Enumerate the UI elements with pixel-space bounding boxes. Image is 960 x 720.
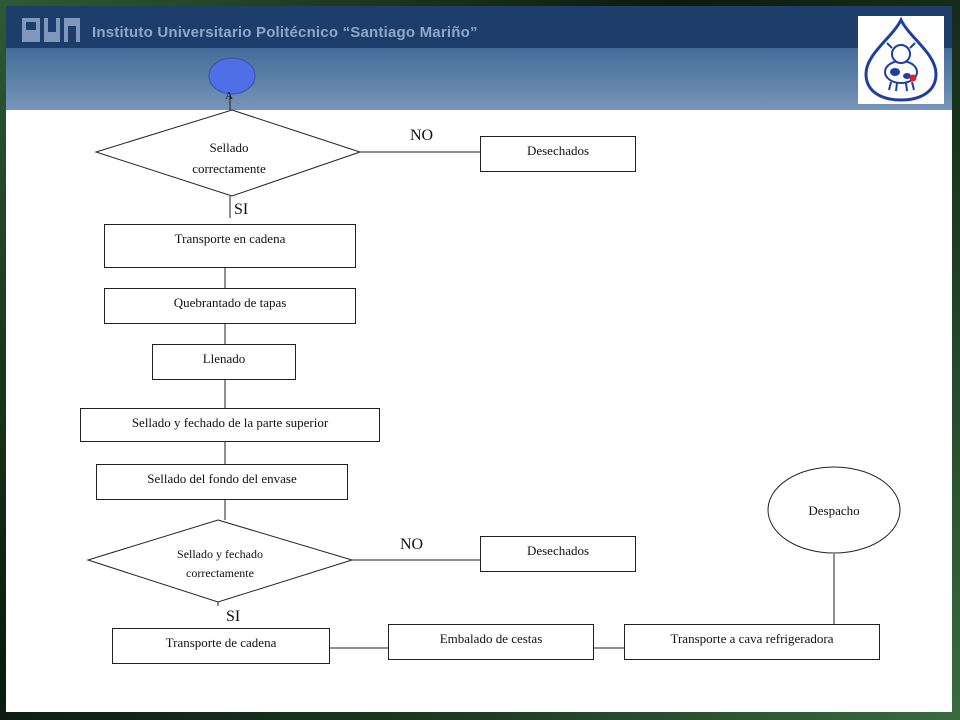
- end-terminal: [767, 466, 901, 554]
- si-label-2: SI: [226, 608, 241, 625]
- end-label: Despacho: [808, 503, 860, 518]
- no-label-1: NO: [410, 127, 434, 144]
- reject-box-1: Desechados: [480, 136, 636, 172]
- step-transporte-cava: Transporte a cava refrigeradora: [624, 624, 880, 660]
- decision-diamond-1: [94, 109, 362, 197]
- no-label-2: NO: [400, 536, 424, 553]
- connector-label: A: [225, 90, 233, 102]
- header-top-bar: [6, 6, 952, 48]
- step-llenado: Llenado: [152, 344, 296, 380]
- decision1-line1: Sellado: [209, 140, 249, 155]
- si-label-1: SI: [234, 201, 249, 218]
- decision2-line1: Sellado y fechado: [177, 547, 263, 561]
- flowchart-connectors: [86, 57, 901, 649]
- reject-box-2: Desechados: [480, 536, 636, 572]
- step-transporte-de-cadena: Transporte de cadena: [112, 628, 330, 664]
- slide: Instituto Universitario Politécnico “San…: [6, 6, 952, 712]
- step-quebrantado-de-tapas: Quebrantado de tapas: [104, 288, 356, 324]
- decision-diamond-2: [86, 519, 354, 603]
- header-band: Instituto Universitario Politécnico “San…: [6, 6, 952, 110]
- decision1-line2: correctamente: [192, 161, 266, 176]
- decision2-line2: correctamente: [186, 566, 254, 580]
- cow-logo-icon: [858, 16, 944, 104]
- connector-circle: [208, 57, 256, 95]
- step-sellado-fechado-superior: Sellado y fechado de la parte superior: [80, 408, 380, 442]
- institute-logo-icon: [22, 18, 80, 42]
- step-transporte-en-cadena: Transporte en cadena: [104, 224, 356, 268]
- step-sellado-fondo: Sellado del fondo del envase: [96, 464, 348, 500]
- step-embalado-de-cestas: Embalado de cestas: [388, 624, 594, 660]
- institution-title: Instituto Universitario Politécnico “San…: [92, 24, 478, 41]
